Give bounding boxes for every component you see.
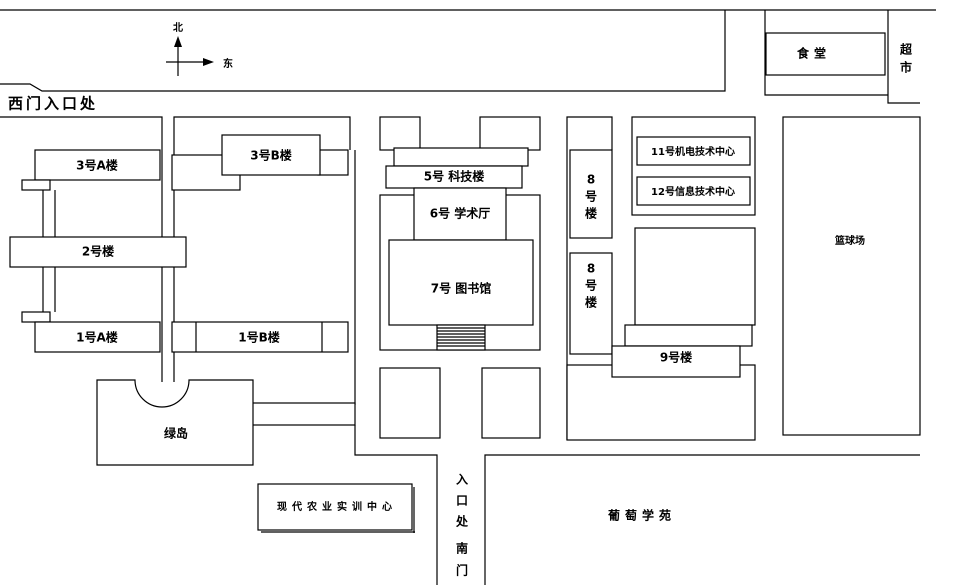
- central-top-left-block: [379, 116, 421, 151]
- building-9: [611, 345, 741, 378]
- building-8-lower: [569, 252, 613, 355]
- west-gate-label: 西门入口处: [8, 95, 98, 113]
- south-road-west-edge: [354, 425, 438, 585]
- building-12: [636, 176, 751, 206]
- building-8-lower-label-1: 8: [587, 262, 595, 276]
- agri-training-center: [257, 483, 413, 531]
- canteen: [765, 32, 886, 76]
- building-9-label: 9号楼: [660, 350, 692, 365]
- south-gate-label-4: 南: [456, 541, 468, 556]
- south-gate-label-2: 口: [456, 494, 468, 508]
- building-6-label: 6号 学术厅: [430, 206, 491, 221]
- building-8-lower-label-3: 楼: [585, 295, 597, 310]
- building-9-back: [624, 324, 753, 347]
- library-stairs: [436, 324, 486, 351]
- building-8-upper: [569, 149, 613, 239]
- building-8-block-edge: [566, 116, 613, 440]
- building-3b-label: 3号B楼: [250, 148, 292, 163]
- east-campus: 8 号 楼 8 号 楼 11号机电技术中心 12号信息技术中心 9号楼 篮球场 …: [566, 32, 921, 441]
- south-road-east-edge: [484, 454, 920, 585]
- south-gate-label-3: 处: [455, 514, 469, 529]
- building-1a-annex: [21, 311, 51, 323]
- south-area: 现代农业实训中心 入 口 处 南 门 葡萄学苑: [257, 473, 676, 578]
- building-1a: [34, 321, 161, 353]
- agri-training-center-label: 现代农业实训中心: [277, 500, 397, 513]
- central-campus: 5号 科技楼 6号 学术厅 7号 图书馆: [379, 116, 541, 439]
- building-3a-label: 3号A楼: [76, 158, 118, 173]
- building-8-upper-label-2: 号: [585, 189, 597, 204]
- building-3b: [221, 134, 321, 176]
- supermarket-block-edge: [887, 10, 920, 104]
- central-top-right-block: [479, 116, 541, 151]
- building-3a: [34, 149, 161, 181]
- building-11-label: 11号机电技术中心: [651, 145, 735, 158]
- compass-north-label: 北: [173, 21, 183, 34]
- building-5-back: [393, 147, 529, 167]
- basketball-court: [782, 116, 921, 436]
- south-gate-label-1: 入: [456, 473, 468, 487]
- green-island-label: 绿岛: [164, 426, 188, 441]
- compass-east-label: 东: [223, 57, 233, 70]
- building-8-upper-label-1: 8: [587, 173, 595, 187]
- building-1b: [171, 321, 349, 353]
- building-3a-annex: [21, 179, 51, 191]
- supermarket-label-1: 超: [899, 42, 913, 57]
- building-8-upper-label-3: 楼: [585, 206, 597, 221]
- building-1b-label: 1号B楼: [238, 330, 280, 345]
- basketball-court-label: 篮球场: [834, 234, 865, 247]
- building-11: [636, 136, 751, 166]
- compass: 北 东: [166, 21, 233, 76]
- supermarket-label-2: 市: [900, 60, 912, 75]
- building-6: [413, 187, 507, 241]
- building-2-label: 2号楼: [82, 244, 114, 259]
- west-entrance-road-edge: [0, 116, 163, 382]
- west-campus: 3号A楼 3号B楼 2号楼 1号A楼 1号B楼 绿岛: [9, 134, 349, 466]
- building-7: [388, 239, 534, 326]
- north-road-bottom-edge: [0, 10, 726, 92]
- south-right-block: [481, 367, 541, 439]
- building-3b-annex: [317, 149, 349, 176]
- stairs-steps: [437, 327, 485, 347]
- green-island: [96, 379, 254, 466]
- grape-garden-label: 葡萄学苑: [607, 508, 676, 523]
- building-7-label: 7号 图书馆: [431, 281, 492, 296]
- building-2: [9, 236, 187, 268]
- south-left-block: [379, 367, 441, 439]
- building-8-lower-label-2: 号: [585, 278, 597, 293]
- south-gate-label-5: 门: [456, 563, 468, 578]
- north-arrow-icon: [174, 36, 182, 47]
- canteen-block-edge: [764, 10, 888, 96]
- canteen-label: 食堂: [796, 46, 831, 61]
- building-5-label: 5号 科技楼: [424, 169, 485, 184]
- building-12-label: 12号信息技术中心: [651, 185, 735, 198]
- east-middle-block: [634, 227, 756, 326]
- building-1a-label: 1号A楼: [76, 330, 118, 345]
- east-arrow-icon: [203, 58, 214, 66]
